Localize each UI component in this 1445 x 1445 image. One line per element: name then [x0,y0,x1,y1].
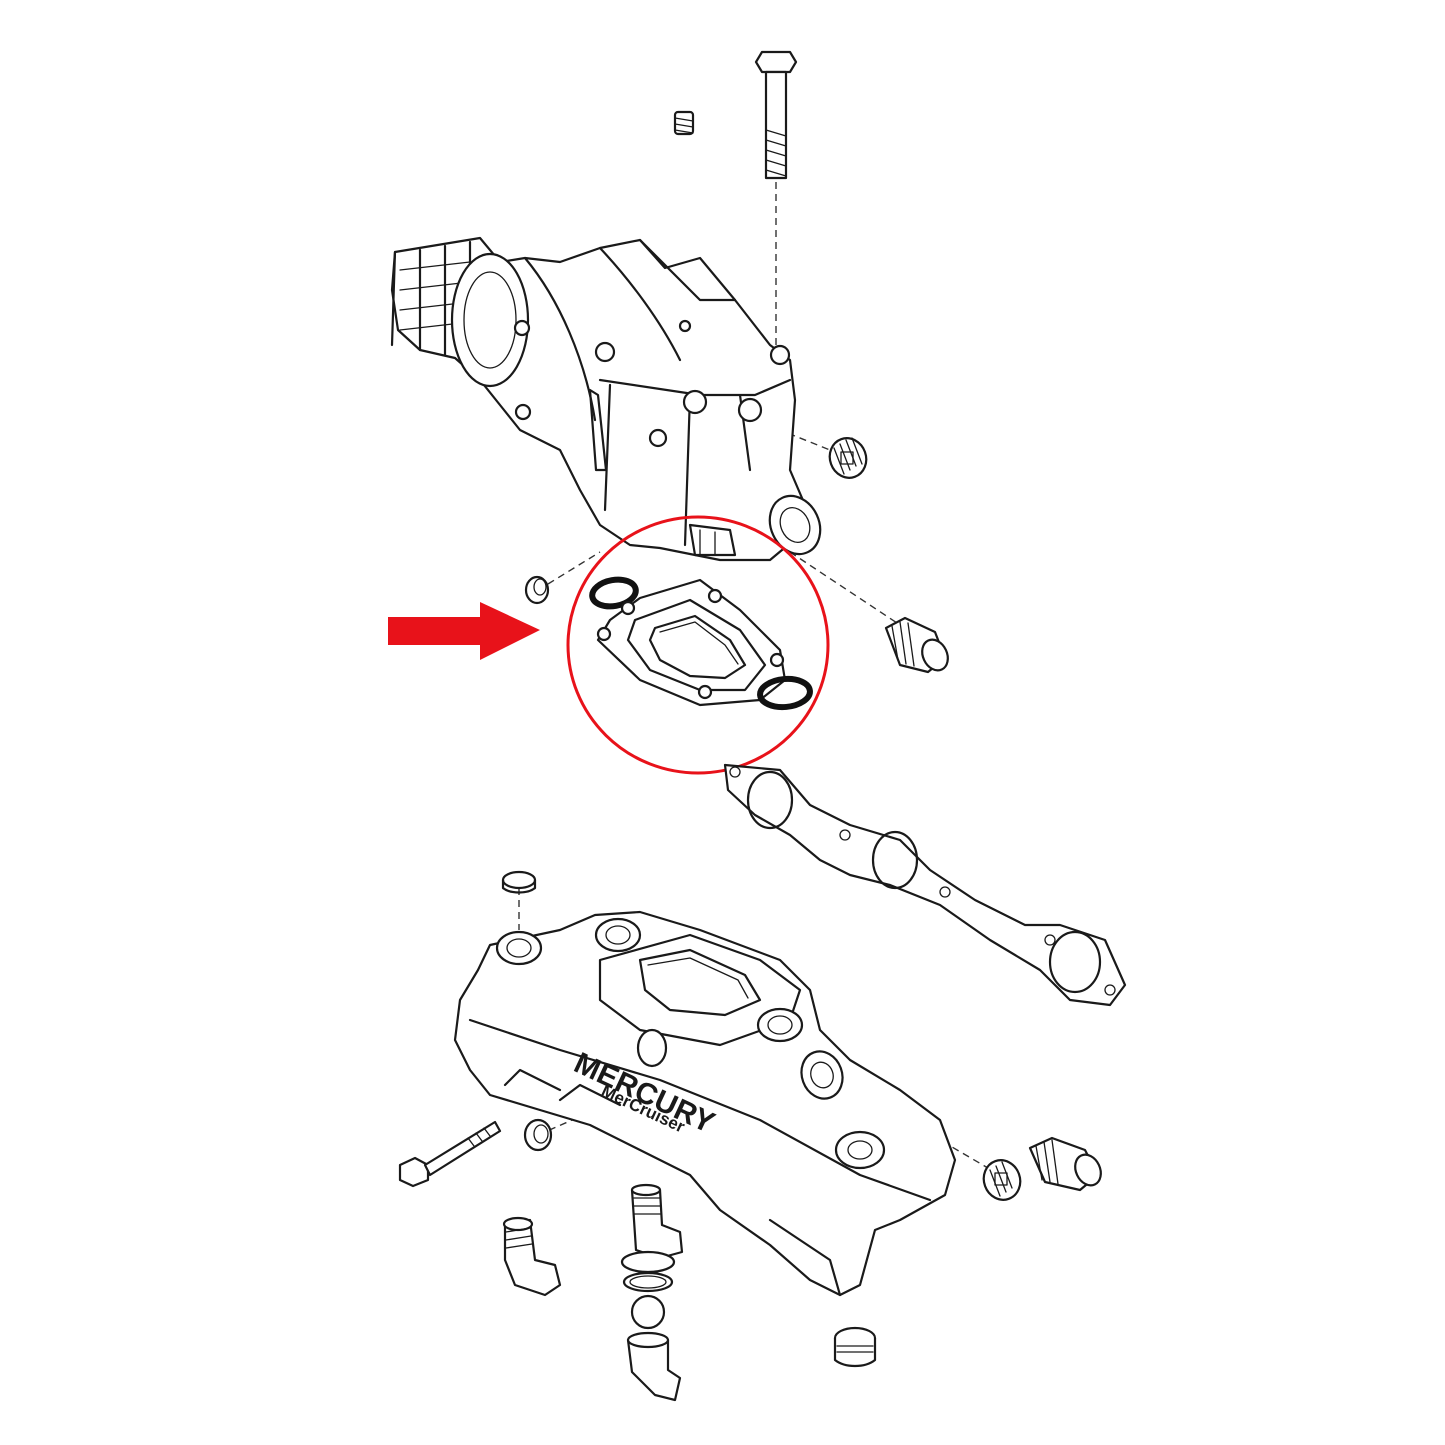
indicator-arrow [388,602,540,660]
set-screw [673,110,695,136]
small-cap [524,575,550,605]
elbow-fitting [502,1216,562,1297]
manifold-bolt [398,1120,502,1188]
sleeve-ring [501,870,537,894]
hose-fitting-lower [1028,1136,1102,1192]
drain-valve [620,1183,684,1402]
hose-fitting-upper [884,616,949,674]
pipe-plug-upper [828,437,868,479]
exhaust-manifold: MERCURY MerCruiser [453,910,957,1297]
pipe-plug-right [982,1159,1022,1201]
sleeve-lower [523,1118,553,1152]
manifold-gasket [723,763,1127,1007]
pipe-plug-lower [833,1326,877,1368]
exhaust-elbow-gasket [589,576,813,711]
highlight-circle [566,515,830,775]
exhaust-elbow-bolt [754,50,798,180]
exhaust-elbow [390,236,822,562]
